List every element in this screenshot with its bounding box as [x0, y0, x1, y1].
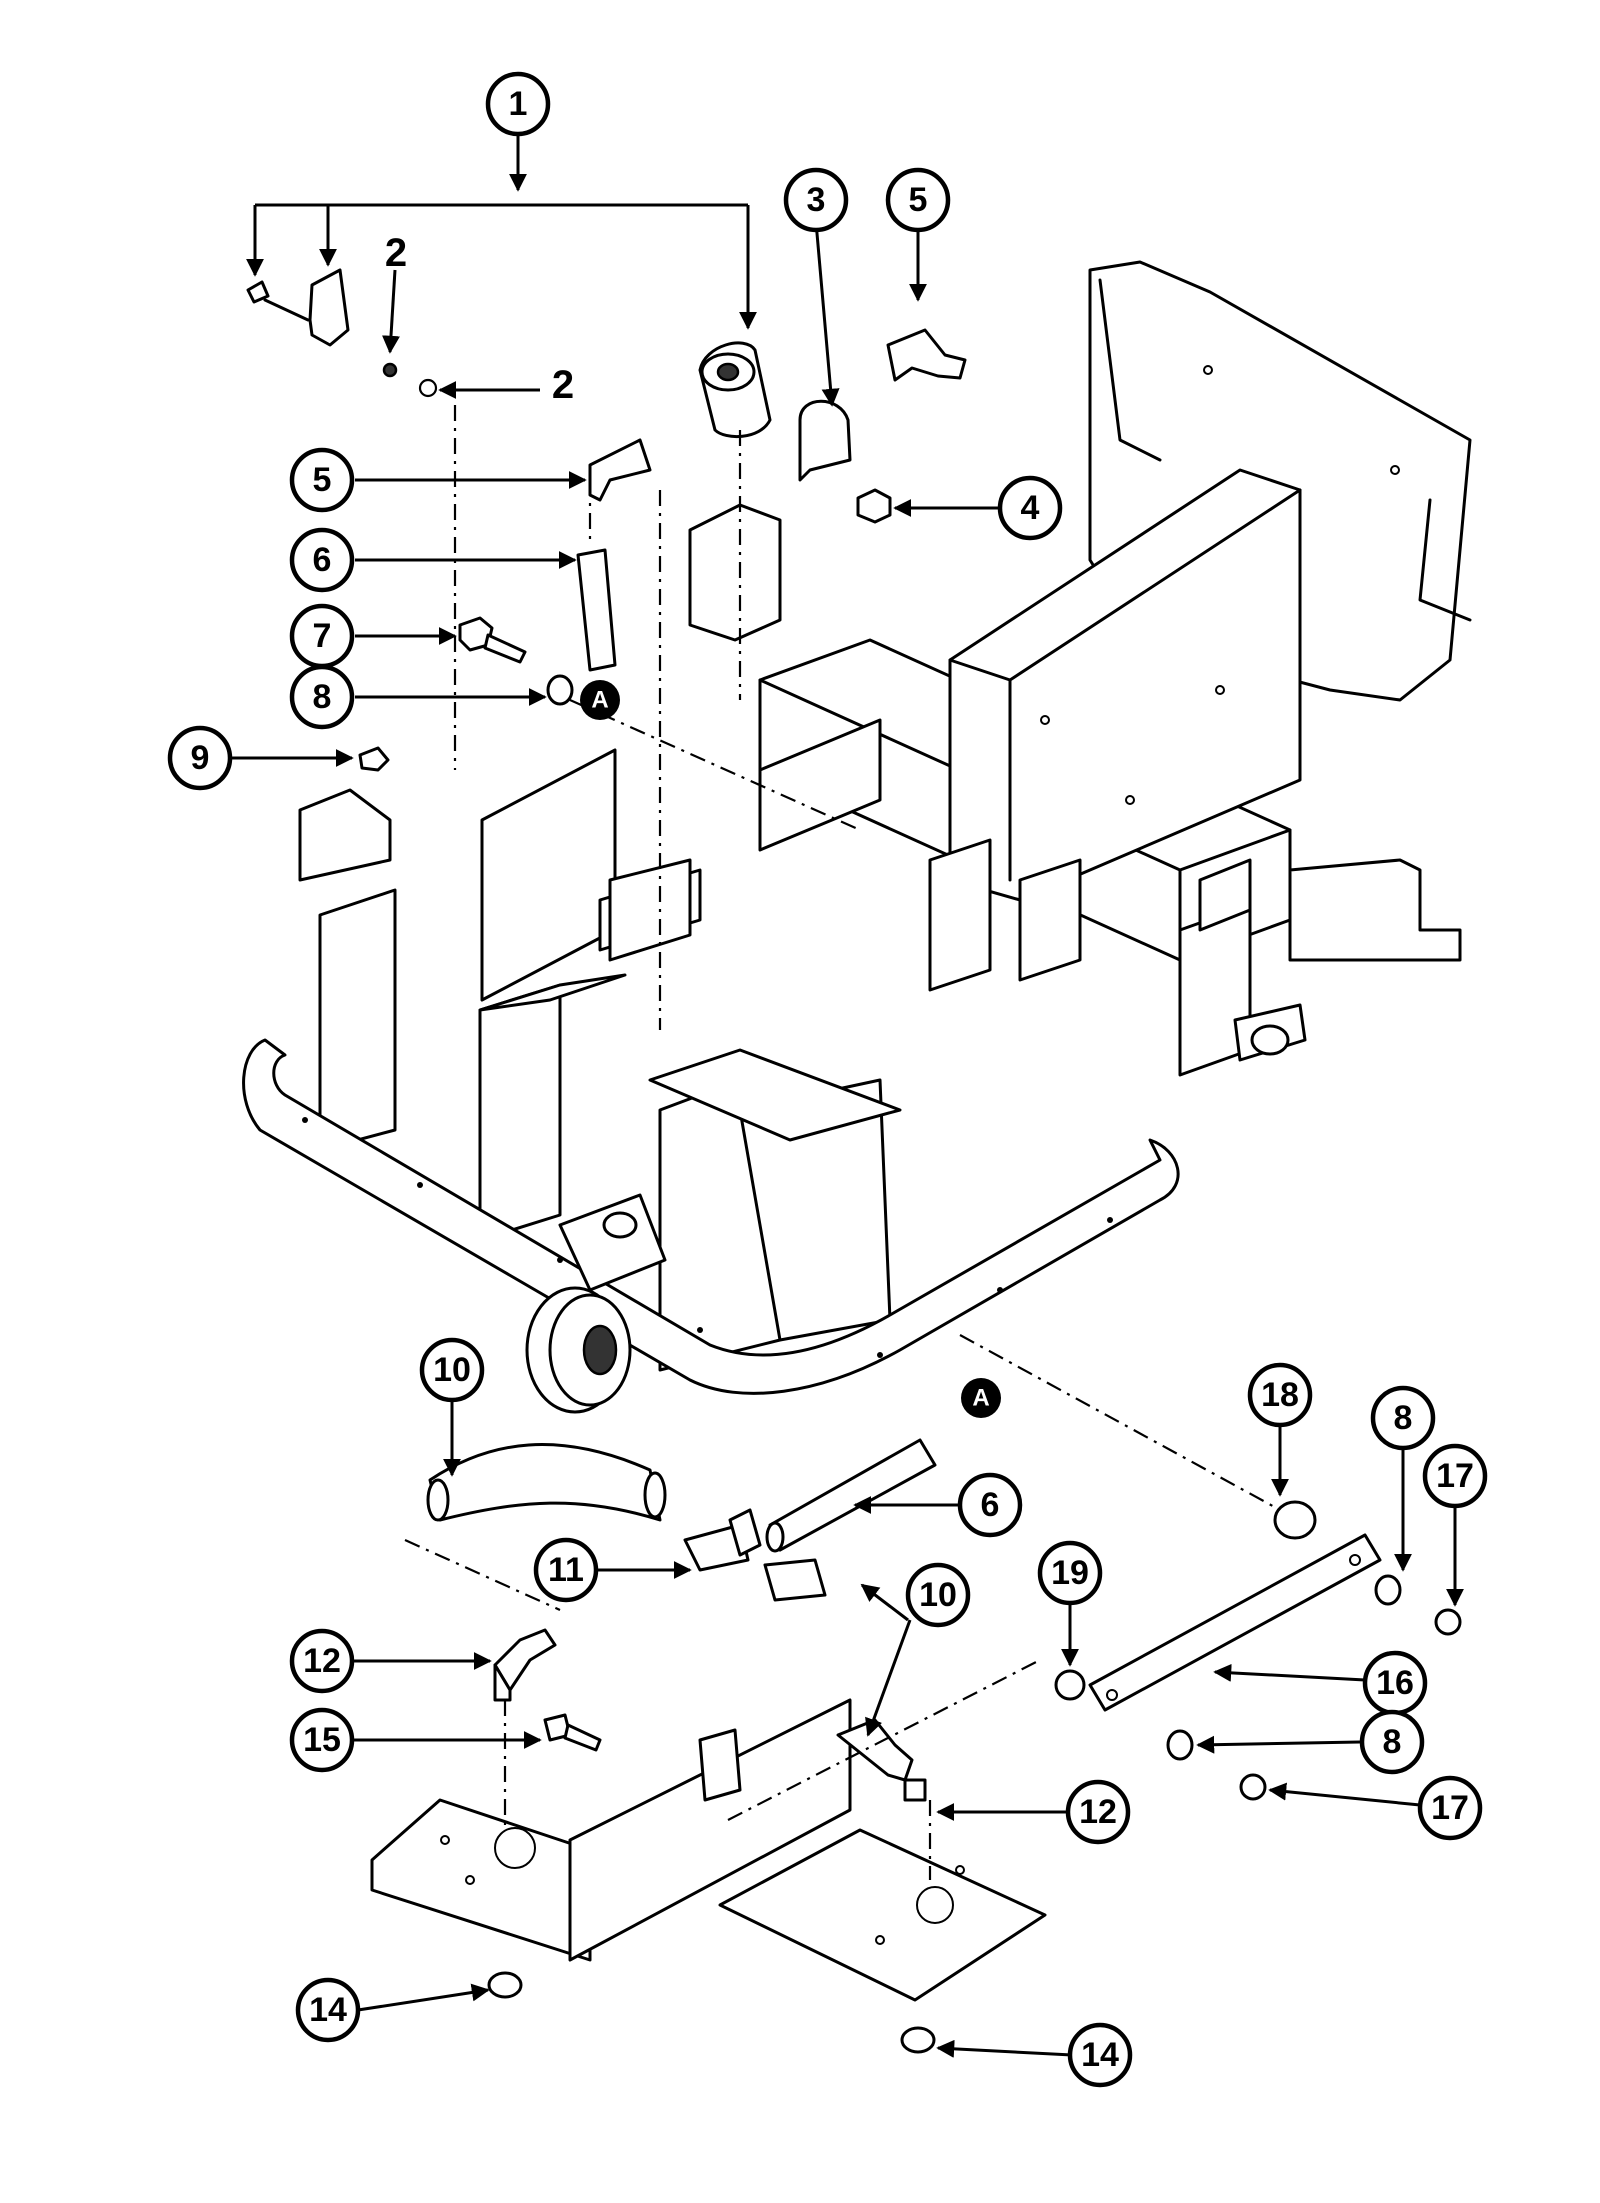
callout-14-left: 14: [295, 1977, 361, 2043]
svg-text:15: 15: [303, 1721, 341, 1759]
callout-11: 11: [533, 1537, 599, 1603]
svg-text:1: 1: [509, 85, 528, 123]
callout-9: 9: [167, 725, 233, 791]
svg-text:19: 19: [1051, 1554, 1089, 1592]
callout-14-right: 14: [1067, 2022, 1133, 2088]
callout-10-upper: 10: [419, 1337, 485, 1403]
svg-text:12: 12: [303, 1642, 341, 1680]
svg-text:7: 7: [313, 617, 332, 655]
callout-7: 7: [289, 603, 355, 669]
callout-19: 19: [1037, 1540, 1103, 1606]
svg-text:6: 6: [313, 541, 332, 579]
svg-text:10: 10: [433, 1351, 471, 1389]
callout-15: 15: [289, 1707, 355, 1773]
callout-5-top: 5: [885, 167, 951, 233]
frame-assembly: [242, 260, 1472, 1414]
callout-16: 16: [1362, 1650, 1428, 1716]
svg-text:12: 12: [1079, 1793, 1117, 1831]
svg-text:8: 8: [1383, 1723, 1402, 1761]
svg-text:8: 8: [313, 678, 332, 716]
svg-text:3: 3: [807, 181, 826, 219]
label-item-2-a: 2: [385, 231, 407, 275]
svg-text:6: 6: [981, 1486, 1000, 1524]
callout-8-right: 8: [1370, 1385, 1436, 1451]
svg-text:14: 14: [309, 1991, 347, 2029]
svg-text:16: 16: [1376, 1664, 1414, 1702]
callout-6-lower: 6: [957, 1472, 1023, 1538]
callout-1: 1: [485, 71, 551, 137]
callout-18: 18: [1247, 1362, 1313, 1428]
label-item-2-b: 2: [552, 363, 574, 407]
svg-text:5: 5: [909, 181, 928, 219]
svg-text:14: 14: [1081, 2036, 1119, 2074]
callout-12-right: 12: [1065, 1779, 1131, 1845]
svg-text:5: 5: [313, 461, 332, 499]
svg-text:8: 8: [1394, 1399, 1413, 1437]
svg-text:17: 17: [1431, 1789, 1469, 1827]
svg-text:4: 4: [1021, 489, 1040, 527]
callout-3: 3: [783, 167, 849, 233]
callout-12-left: 12: [289, 1628, 355, 1694]
svg-text:9: 9: [191, 739, 210, 777]
callout-8-upper: 8: [289, 664, 355, 730]
ref-marker-a-upper: A: [580, 680, 620, 720]
svg-text:18: 18: [1261, 1376, 1299, 1414]
upper-hardware: [246, 268, 967, 1030]
callout-4: 4: [997, 475, 1063, 541]
callout-10-lower: 10: [905, 1562, 971, 1628]
svg-text:11: 11: [548, 1551, 584, 1589]
svg-text:10: 10: [919, 1576, 957, 1614]
ref-marker-a-lower: A: [961, 1378, 1001, 1418]
callout-6-upper: 6: [289, 527, 355, 593]
svg-text:A: A: [972, 1385, 989, 1412]
lower-assembly: [370, 1334, 1462, 2054]
callout-8-lower: 8: [1359, 1709, 1425, 1775]
callout-17-top: 17: [1422, 1443, 1488, 1509]
svg-text:A: A: [591, 687, 608, 714]
callout-5-left: 5: [289, 447, 355, 513]
svg-text:17: 17: [1436, 1457, 1474, 1495]
leader-lines: [232, 122, 1464, 2058]
callout-17-bottom: 17: [1417, 1775, 1483, 1841]
